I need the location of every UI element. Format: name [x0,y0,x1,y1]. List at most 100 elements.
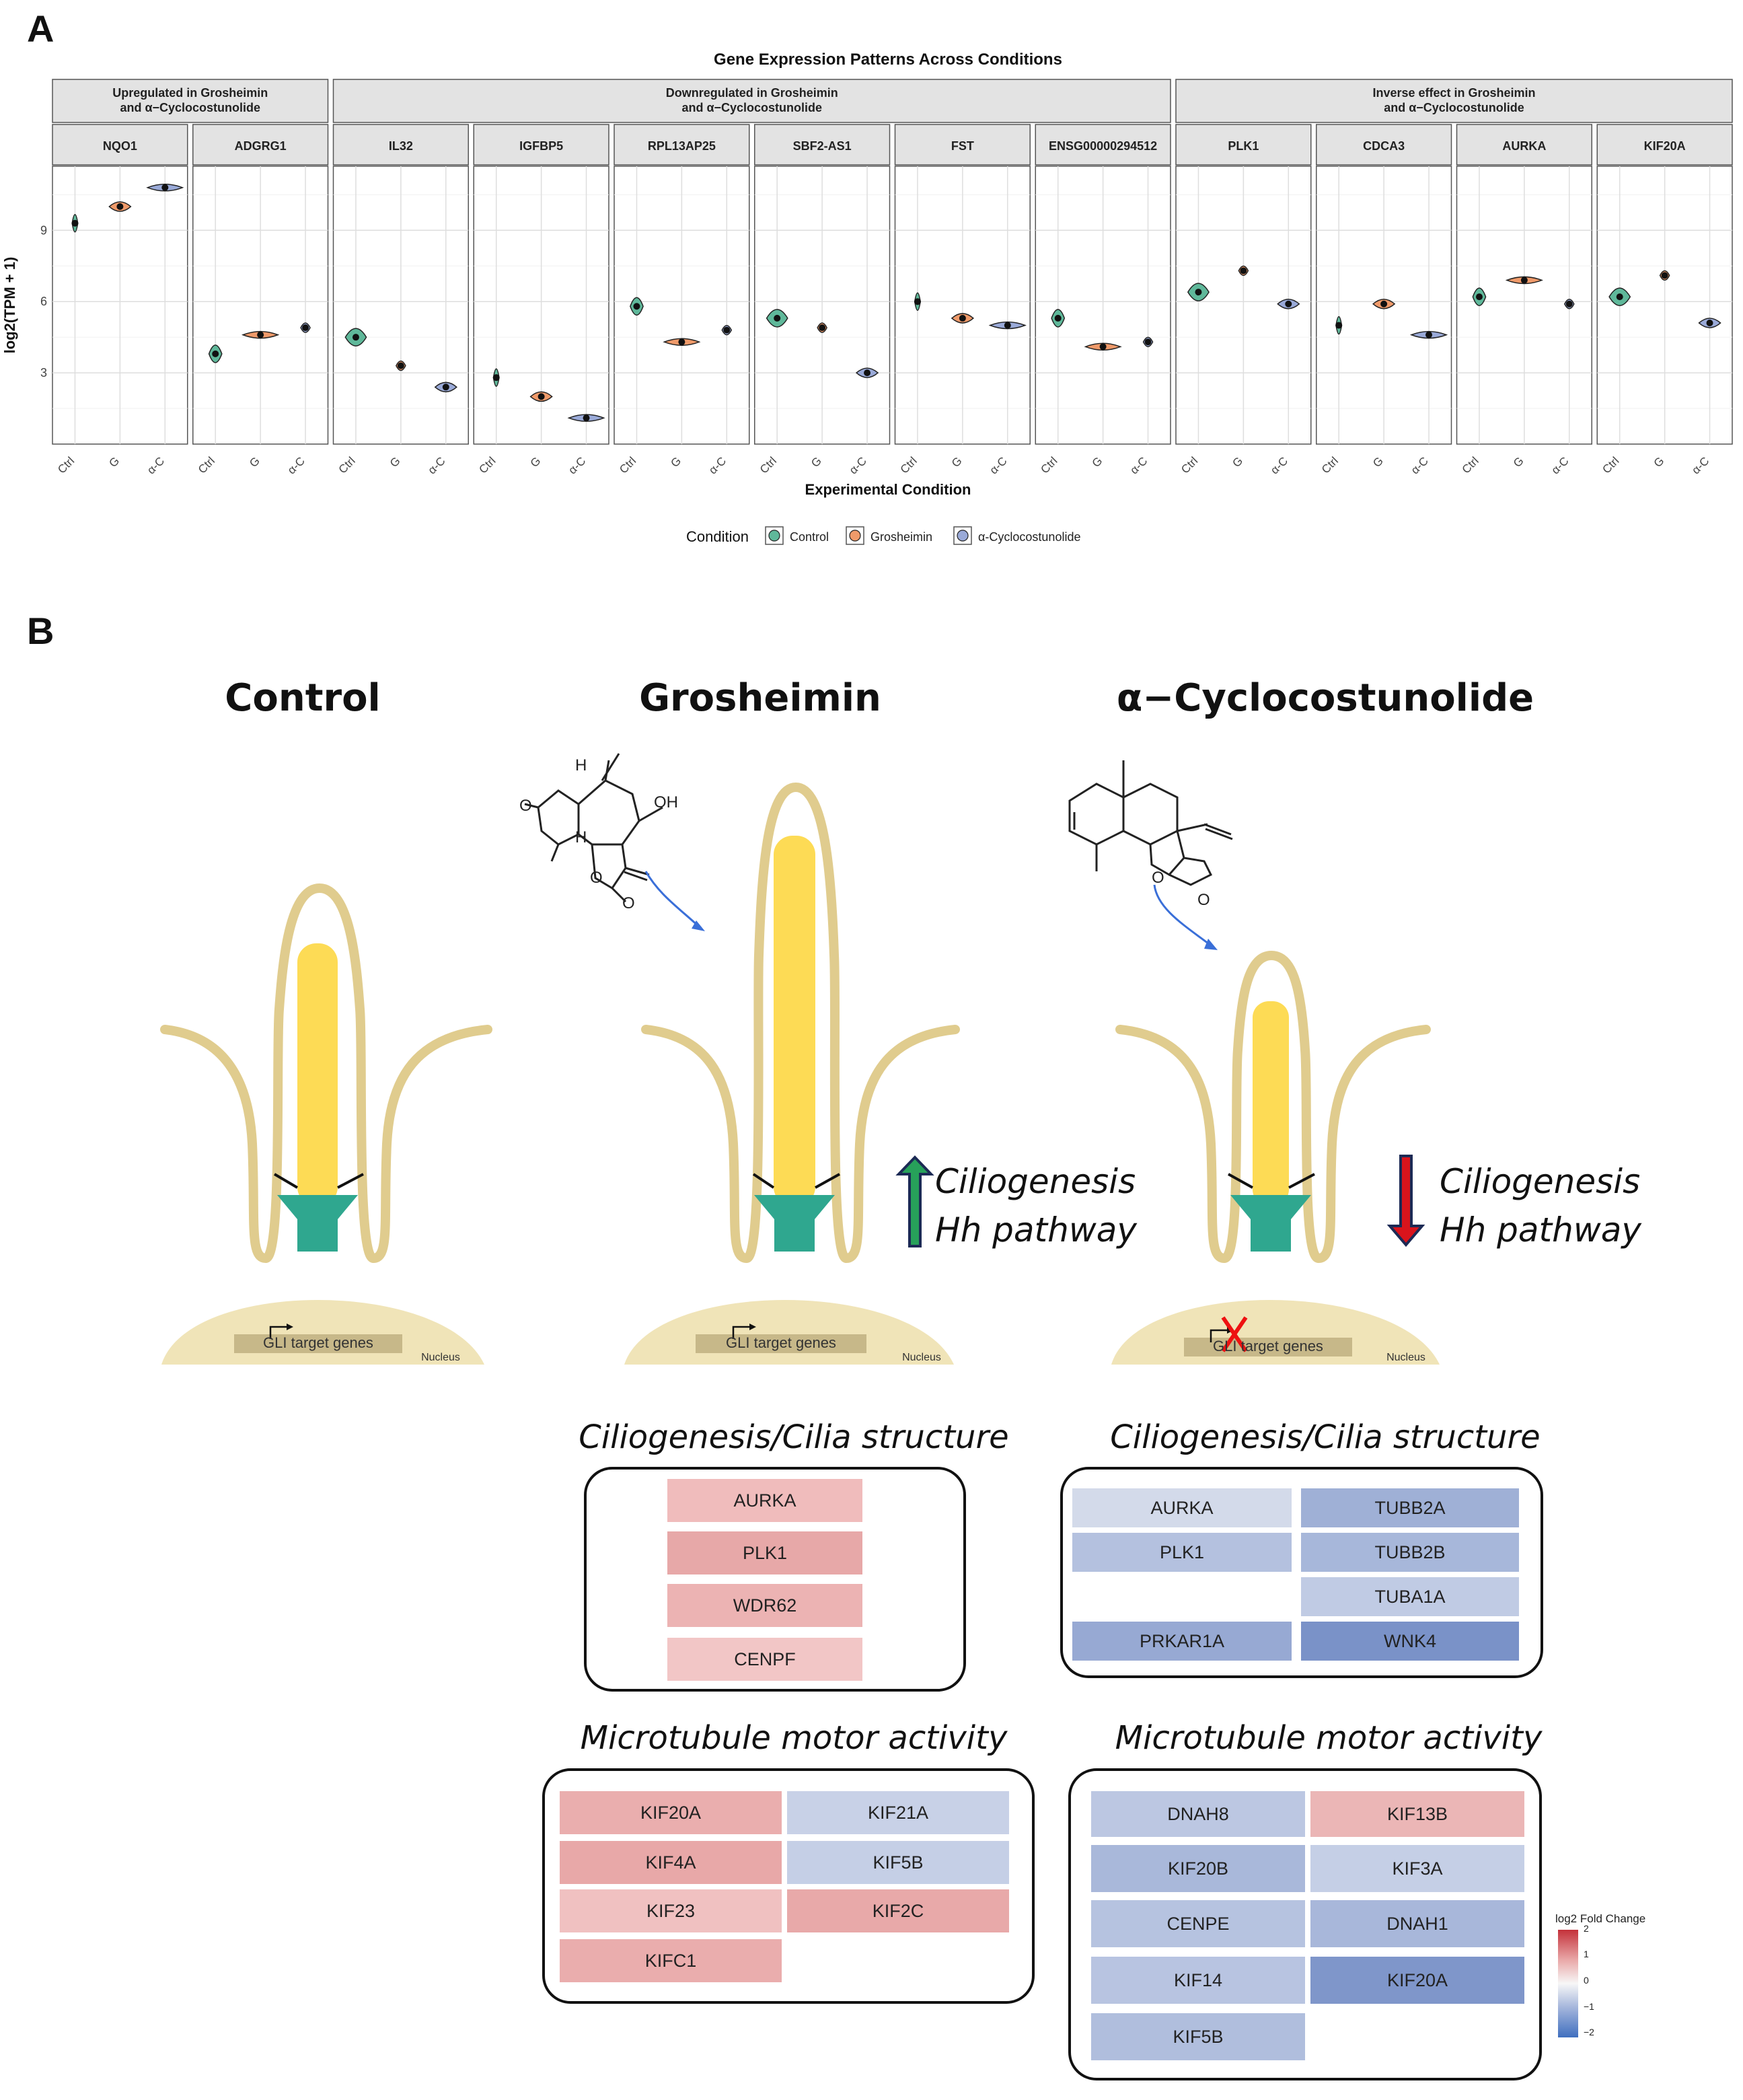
violin-point [71,219,79,227]
violin-point [116,203,124,211]
y-axis-label: log2(TPM + 1) [1,257,18,354]
gene-cell: PRKAR1A [1072,1622,1292,1661]
violin-point [864,369,871,377]
violin-point [1335,322,1343,329]
grosheimin-gli-box [696,1334,866,1353]
grosheimin-effect-line2: Hh pathway [935,1210,1137,1250]
x-axis-label: Experimental Condition [805,481,971,498]
cyclo-basal-body [1230,1195,1311,1252]
gene-cell: DNAH8 [1091,1791,1305,1837]
control-membrane [160,883,492,1264]
gene-strip [754,124,891,166]
cyclo-effect: Ciliogenesis Hh pathway [1440,1157,1641,1254]
gene-cell: WNK4 [1301,1622,1519,1661]
violin-point [1144,338,1152,346]
grosheimin-cilia-title: Ciliogenesis/Cilia structure [579,1418,1009,1456]
gene-strip-label: AURKA [1502,139,1546,153]
gene-strip [894,124,1031,166]
violin-point [1285,300,1292,307]
violin-point [1616,293,1623,301]
control-cilium [160,883,492,1365]
blocked-x-icon [1221,1316,1248,1352]
group-strip [332,79,1171,123]
gene-label: WNK4 [1383,1630,1436,1651]
violin-point [914,298,921,305]
gene-cell: KIF23 [560,1889,782,1932]
mol-label-o4: O [1152,869,1164,887]
control-nucleus-label: Nucleus [421,1352,460,1363]
cyclo-effect-line1: Ciliogenesis [1440,1162,1641,1201]
violin-point [537,393,545,400]
gene-cell: CENPE [1091,1900,1305,1947]
violin-point [1706,319,1713,326]
y-tick-label: 9 [40,223,47,237]
control-gli-box [234,1334,402,1353]
grosheimin-title: Grosheimin [639,676,881,720]
gene-cell: KIF5B [787,1841,1009,1884]
control-gli-label: GLI target genes [263,1334,373,1351]
violin-point [257,331,264,338]
colorbar-title: log2 Fold Change [1555,1912,1646,1925]
gene-label: CENPF [734,1649,796,1669]
legend-title: Condition [686,528,749,545]
down-arrow-icon [1386,1155,1425,1247]
gene-strip [1175,124,1312,166]
gene-label: KIF20A [640,1802,702,1823]
gene-strip [192,124,329,166]
violin-point [1565,300,1573,307]
gene-label: CENPE [1166,1913,1230,1934]
group-strip [1175,79,1733,123]
mol-label-h2: H [575,828,587,846]
violin-point [352,334,359,341]
violin-point [633,303,640,310]
cyclo-gli-box [1184,1338,1352,1356]
violin-point [1004,322,1011,329]
gene-label: KIF5B [873,1852,924,1873]
violin-point [212,350,219,357]
cyclo-cilia-title: Ciliogenesis/Cilia structure [1110,1418,1541,1456]
grosheimin-nucleus-label: Nucleus [902,1352,941,1363]
group-label-line2: and α−Cyclocostunolide [681,101,822,114]
legend-label: Grosheimin [870,530,932,544]
grosheimin-cilium: O H H OH O O [519,753,960,1365]
violin-point [678,338,685,346]
mol-label-o3: O [622,894,635,912]
gene-strip-label: FST [951,139,974,153]
group-label-line2: and α−Cyclocostunolide [1384,101,1524,114]
violin-point [397,362,404,369]
gene-label: KIF13B [1386,1803,1448,1824]
legend-key [765,526,784,545]
gene-cell: AURKA [1072,1488,1292,1527]
gene-cell: KIF3A [1310,1845,1524,1892]
gene-cell: KIF5B [1091,2013,1305,2060]
grosheimin-motor-box: KIF20A KIF21A KIF4A KIF5B KIF23 KIF2C KI… [542,1768,1035,2004]
gene-cell: KIF20A [1310,1957,1524,2004]
gene-label: TUBB2A [1374,1497,1446,1518]
violin-point [1099,343,1107,351]
cyclo-effect-line2: Hh pathway [1440,1210,1641,1250]
gene-label: KIF21A [867,1802,929,1823]
gene-label: KIF23 [646,1900,696,1921]
grosheimin-membrane [641,782,960,1264]
violin-point [819,324,826,332]
violin-point [492,374,500,382]
gene-cell: KIF2C [787,1889,1009,1932]
gene-cell: KIF20A [560,1791,782,1834]
panel-a-letter: A [27,7,54,50]
gene-strip [52,124,188,166]
y-tick-label: 6 [40,295,47,308]
control-title: Control [225,676,381,720]
gene-label: PLK1 [742,1542,788,1563]
gene-label: KIF4A [645,1852,696,1873]
group-label-line1: Inverse effect in Grosheimin [1372,86,1535,100]
cyclo-gli-label: GLI target genes [1213,1338,1323,1354]
gene-label: AURKA [1150,1497,1214,1518]
y-tick-label: 3 [40,366,47,379]
gene-strip [1456,124,1592,166]
gene-cell: KIF20B [1091,1845,1305,1892]
mol-label-o2: O [590,869,603,887]
violin-point [583,414,590,422]
gene-strip [614,124,750,166]
gene-label: DNAH1 [1386,1913,1448,1934]
up-arrow-icon [895,1155,934,1247]
